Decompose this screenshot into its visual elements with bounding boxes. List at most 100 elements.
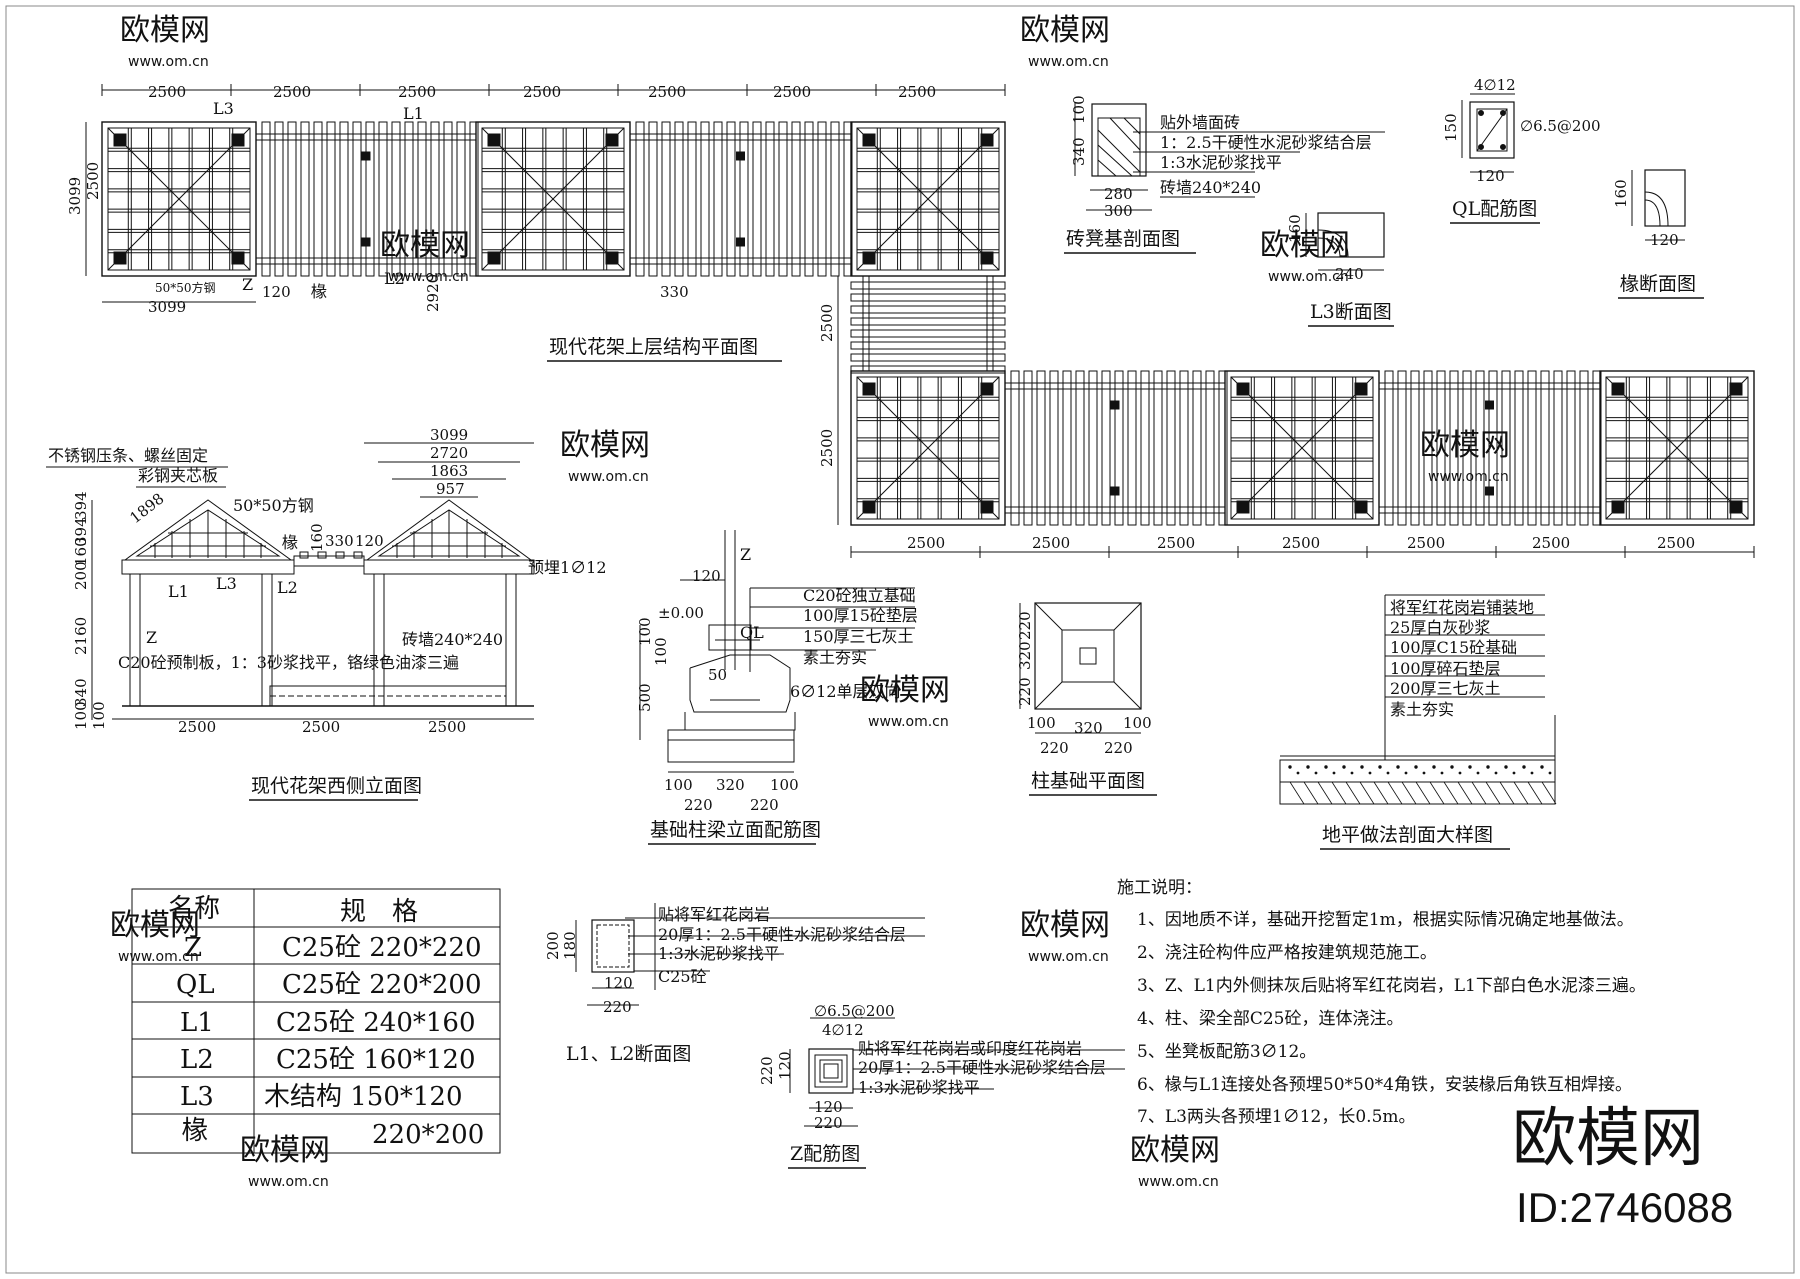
ql-title: QL配筋图 xyxy=(1452,198,1537,220)
plan-pavilion-4 xyxy=(850,370,1006,526)
l1l2-note-1: 贴将军红花岗岩 xyxy=(658,905,770,924)
l1l2-dim-120: 120 xyxy=(604,974,633,992)
bench-title: 砖凳基剖面图 xyxy=(1066,228,1180,250)
plan-lower-dim: 2500 xyxy=(1532,534,1570,552)
spec-row-5-name: L3 xyxy=(180,1082,214,1112)
plan-vertical-dim-1: 2500 xyxy=(818,304,836,342)
elev-note-2: 彩钢夹芯板 xyxy=(138,466,218,485)
plan-top-dim: 2500 xyxy=(523,83,561,101)
plan-rafters-vertical xyxy=(850,276,1006,374)
spec-row-3-spec: C25砼 240*160 xyxy=(276,1008,476,1038)
elev-bottom-dim-2: 2500 xyxy=(302,718,340,736)
watermark-brand: 欧模网 xyxy=(860,673,950,708)
rafter-section xyxy=(1631,169,1686,241)
notes-item-3: 3、Z、L1内外侧抹灰后贴将军红花岗岩，L1下部白色水泥漆三遍。 xyxy=(1137,976,1646,996)
plan-top-dim: 2500 xyxy=(648,83,686,101)
elev-note-6: C20砼预制板，1：3砂浆找平，铬绿色油漆三遍 xyxy=(118,653,459,672)
elev-note-1: 不锈钢压条、螺丝固定 xyxy=(48,446,208,465)
plan-lower-dim: 2500 xyxy=(1282,534,1320,552)
elev-mid-dim-3: 330 xyxy=(325,532,354,550)
spec-row-5-spec: 木结构 150*120 xyxy=(264,1082,463,1112)
watermark-url: www.om.cn xyxy=(1268,269,1349,285)
plan-bottom-dim-3: 2920 xyxy=(424,274,442,312)
elev-top-dim-4: 957 xyxy=(436,480,465,498)
cf-dim-6: 100 xyxy=(1123,714,1152,732)
fb-dim-220b: 220 xyxy=(750,796,779,814)
plan-left-dim-1: 3099 xyxy=(66,177,84,215)
plan-rafters-1 xyxy=(256,121,479,277)
spec-header-name: 名称 xyxy=(168,894,220,924)
l1l2-dim-180: 180 xyxy=(561,931,579,960)
bench-dim-300: 300 xyxy=(1104,202,1133,220)
watermark-url: www.om.cn xyxy=(1028,949,1109,965)
foundation-beam-elevation xyxy=(639,530,915,773)
plan-label-rafter: 椽 xyxy=(311,282,327,301)
plan-bottom-dim-4: 330 xyxy=(660,283,689,301)
l1l2-note-4: C25砼 xyxy=(658,967,707,986)
fb-note-5: 6∅12单层双向 xyxy=(790,682,901,701)
elev-label-L3: L3 xyxy=(216,574,237,593)
ground-note-3: 100厚C15砼基础 xyxy=(1390,638,1517,657)
l1l2-dim-200: 200 xyxy=(544,931,562,960)
watermark-url: www.om.cn xyxy=(248,1174,329,1190)
ql-rebar-diagram xyxy=(1461,93,1515,173)
plan-pavilion-1 xyxy=(101,121,257,277)
plan-lower-dim: 2500 xyxy=(907,534,945,552)
z-dim-120a: 120 xyxy=(776,1051,794,1080)
plan-pavilion-2 xyxy=(475,121,631,277)
plan-top-dim: 2500 xyxy=(148,83,186,101)
fb-dim-500: 500 xyxy=(636,683,654,712)
elev-label-Z: Z xyxy=(146,628,157,647)
watermark-url: www.om.cn xyxy=(568,469,649,485)
notes-item-6: 6、椽与L1连接处各预埋50*50*4角铁，安装椽后角铁互相焊接。 xyxy=(1137,1075,1632,1095)
plan-lower-dim: 2500 xyxy=(1157,534,1195,552)
ground-note-1: 将军红花岗岩铺装地 xyxy=(1390,598,1534,617)
cf-dim-1: 220 xyxy=(1016,611,1034,640)
notes-item-5: 5、坐凳板配筋3∅12。 xyxy=(1137,1042,1316,1062)
spec-table xyxy=(131,888,501,1154)
fb-dim-100a: 100 xyxy=(636,617,654,646)
elev-left-dim-7: 100 xyxy=(72,701,90,730)
watermark-brand: 欧模网 xyxy=(380,228,470,263)
plan-rafters-3 xyxy=(1005,370,1228,526)
z-dim-220a: 220 xyxy=(758,1056,776,1085)
fb-dim-100c: 100 xyxy=(664,776,693,794)
watermark-url: www.om.cn xyxy=(118,949,199,965)
elev-left-dim-4: 200 xyxy=(72,561,90,590)
plan-top-dim: 2500 xyxy=(273,83,311,101)
bench-note-1: 贴外墙面砖 xyxy=(1160,113,1240,132)
notes-item-2: 2、浇注砼构件应严格按建筑规范施工。 xyxy=(1137,943,1437,963)
brick-bench-section xyxy=(1074,102,1385,211)
elev-top-dim-2: 2720 xyxy=(430,444,468,462)
ground-note-4: 100厚碎石垫层 xyxy=(1390,659,1501,678)
spec-row-1-name: Z xyxy=(184,933,202,963)
rafter-title: 椽断面图 xyxy=(1620,273,1696,295)
elev-left-dim-2: 394 xyxy=(72,517,90,546)
z-rebar-diagram xyxy=(789,1017,1125,1127)
plan-top-dim: 2500 xyxy=(398,83,436,101)
plan-bottom-dim-2: 120 xyxy=(262,283,291,301)
fb-note-2: 100厚15砼垫层 xyxy=(803,606,918,625)
notes-heading: 施工说明： xyxy=(1117,878,1202,898)
spec-row-4-spec: C25砼 160*120 xyxy=(276,1045,476,1075)
ground-title: 地平做法剖面大样图 xyxy=(1322,824,1493,846)
l1l2-note-3: 1:3水泥砂浆找平 xyxy=(658,944,780,963)
plan-label-L3: L3 xyxy=(213,99,234,118)
elev-note-5: 砖墙240*240 xyxy=(402,630,503,649)
plan-label-Z: Z xyxy=(242,275,253,294)
elev-label-rafter: 椽 xyxy=(282,533,298,552)
rafter-dim-width: 120 xyxy=(1650,231,1679,249)
bench-note-4: 砖墙240*240 xyxy=(1160,178,1261,197)
z-title: Z配筋图 xyxy=(790,1143,860,1165)
ql-dim-main: 4∅12 xyxy=(1474,76,1516,94)
cf-dim-5: 320 xyxy=(1074,719,1103,737)
elev-top-dim-1: 3099 xyxy=(430,426,468,444)
spec-row-6-name: 椽 xyxy=(182,1116,208,1146)
west-elevation xyxy=(91,442,535,720)
elev-left-dim-8: 100 xyxy=(90,701,108,730)
bench-dim-280: 280 xyxy=(1104,185,1133,203)
column-foundation-plan xyxy=(1019,602,1142,734)
fb-note-1: C20砼独立基础 xyxy=(803,586,916,605)
watermark-url: www.om.cn xyxy=(1138,1174,1219,1190)
